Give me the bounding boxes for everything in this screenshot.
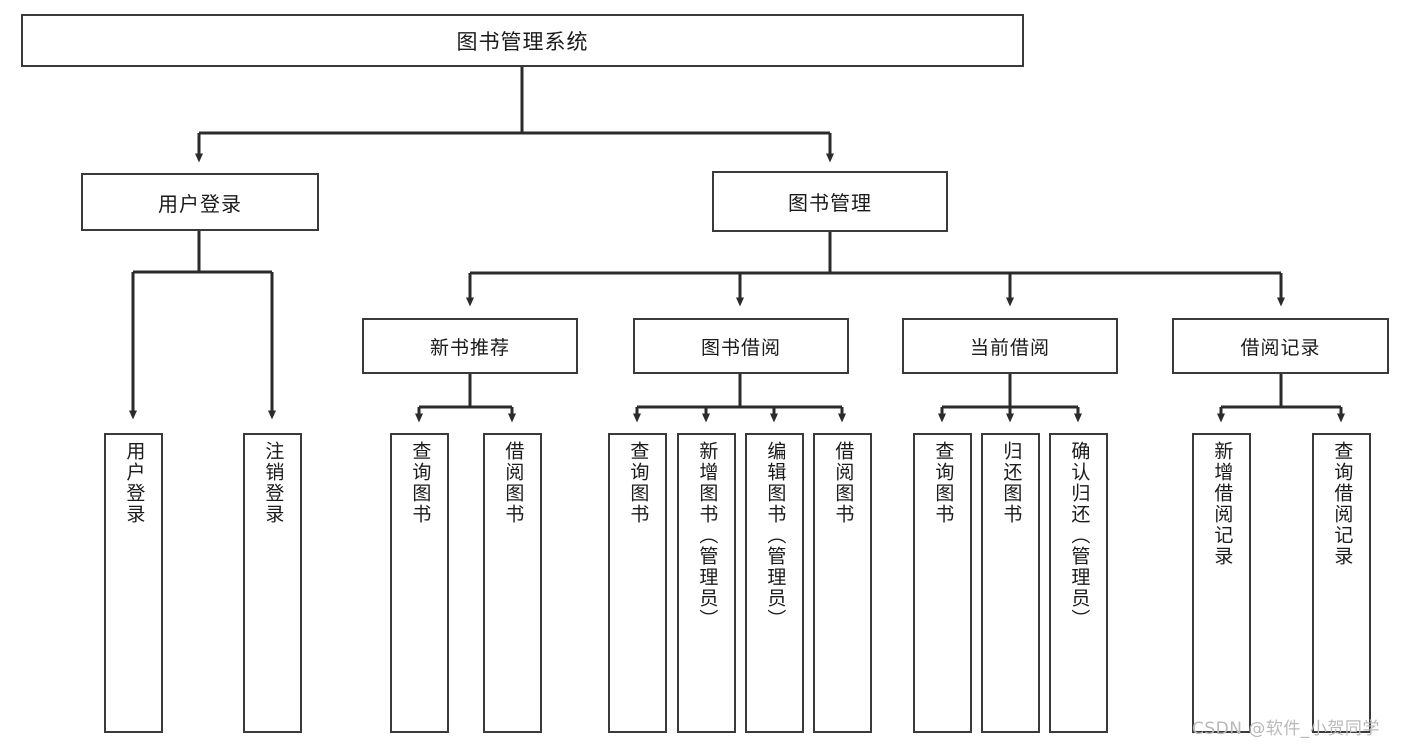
leaf-query-book-3[interactable]: 查询图书: [913, 433, 972, 733]
node-book-manage-label: 图书管理: [788, 191, 872, 215]
leaf-query-book-1-label: 查询图书: [409, 441, 432, 525]
leaf-borrow-book-2-label: 借阅图书: [832, 441, 855, 525]
leaf-return-book[interactable]: 归还图书: [981, 433, 1040, 733]
leaf-query-book-2[interactable]: 查询图书: [608, 433, 667, 733]
node-book-manage[interactable]: 图书管理: [712, 171, 948, 232]
leaf-add-record[interactable]: 新增借阅记录: [1192, 433, 1251, 733]
node-book-borrow[interactable]: 图书借阅: [633, 318, 849, 374]
leaf-borrow-book-1[interactable]: 借阅图书: [483, 433, 542, 733]
leaf-user-login-label: 用户登录: [123, 441, 146, 525]
leaf-query-record[interactable]: 查询借阅记录: [1312, 433, 1371, 733]
leaf-user-login[interactable]: 用户登录: [104, 433, 163, 733]
leaf-edit-book[interactable]: 编辑图书（管理员）: [745, 433, 804, 733]
node-user-login[interactable]: 用户登录: [81, 173, 319, 231]
node-root-label: 图书管理系统: [456, 29, 589, 54]
leaf-borrow-book-2[interactable]: 借阅图书: [813, 433, 872, 733]
leaf-return-book-label: 归还图书: [1000, 441, 1023, 525]
node-borrow-record[interactable]: 借阅记录: [1172, 318, 1389, 374]
node-book-borrow-label: 图书借阅: [700, 336, 781, 359]
node-new-book-recommend[interactable]: 新书推荐: [362, 318, 578, 374]
leaf-query-book-2-label: 查询图书: [627, 441, 650, 525]
node-current-borrow-label: 当前借阅: [969, 336, 1050, 359]
leaf-add-book[interactable]: 新增图书（管理员）: [677, 433, 736, 733]
node-user-login-label: 用户登录: [158, 191, 242, 216]
leaf-add-book-label: 新增图书（管理员）: [696, 441, 719, 630]
leaf-query-record-label: 查询借阅记录: [1331, 441, 1354, 567]
leaf-add-record-label: 新增借阅记录: [1211, 441, 1234, 567]
node-current-borrow[interactable]: 当前借阅: [902, 318, 1118, 374]
node-new-book-recommend-label: 新书推荐: [429, 336, 510, 359]
leaf-edit-book-label: 编辑图书（管理员）: [764, 441, 787, 630]
leaf-user-logout[interactable]: 注销登录: [243, 433, 302, 733]
leaf-confirm-return-label: 确认归还（管理员）: [1068, 441, 1091, 630]
leaf-confirm-return[interactable]: 确认归还（管理员）: [1049, 433, 1108, 733]
leaf-query-book-1[interactable]: 查询图书: [390, 433, 449, 733]
node-root[interactable]: 图书管理系统: [21, 14, 1024, 67]
leaf-query-book-3-label: 查询图书: [932, 441, 955, 525]
leaf-user-logout-label: 注销登录: [262, 441, 285, 525]
watermark: CSDN @软件_小贺同学: [1192, 719, 1380, 739]
node-borrow-record-label: 借阅记录: [1240, 336, 1321, 359]
leaf-borrow-book-1-label: 借阅图书: [502, 441, 525, 525]
